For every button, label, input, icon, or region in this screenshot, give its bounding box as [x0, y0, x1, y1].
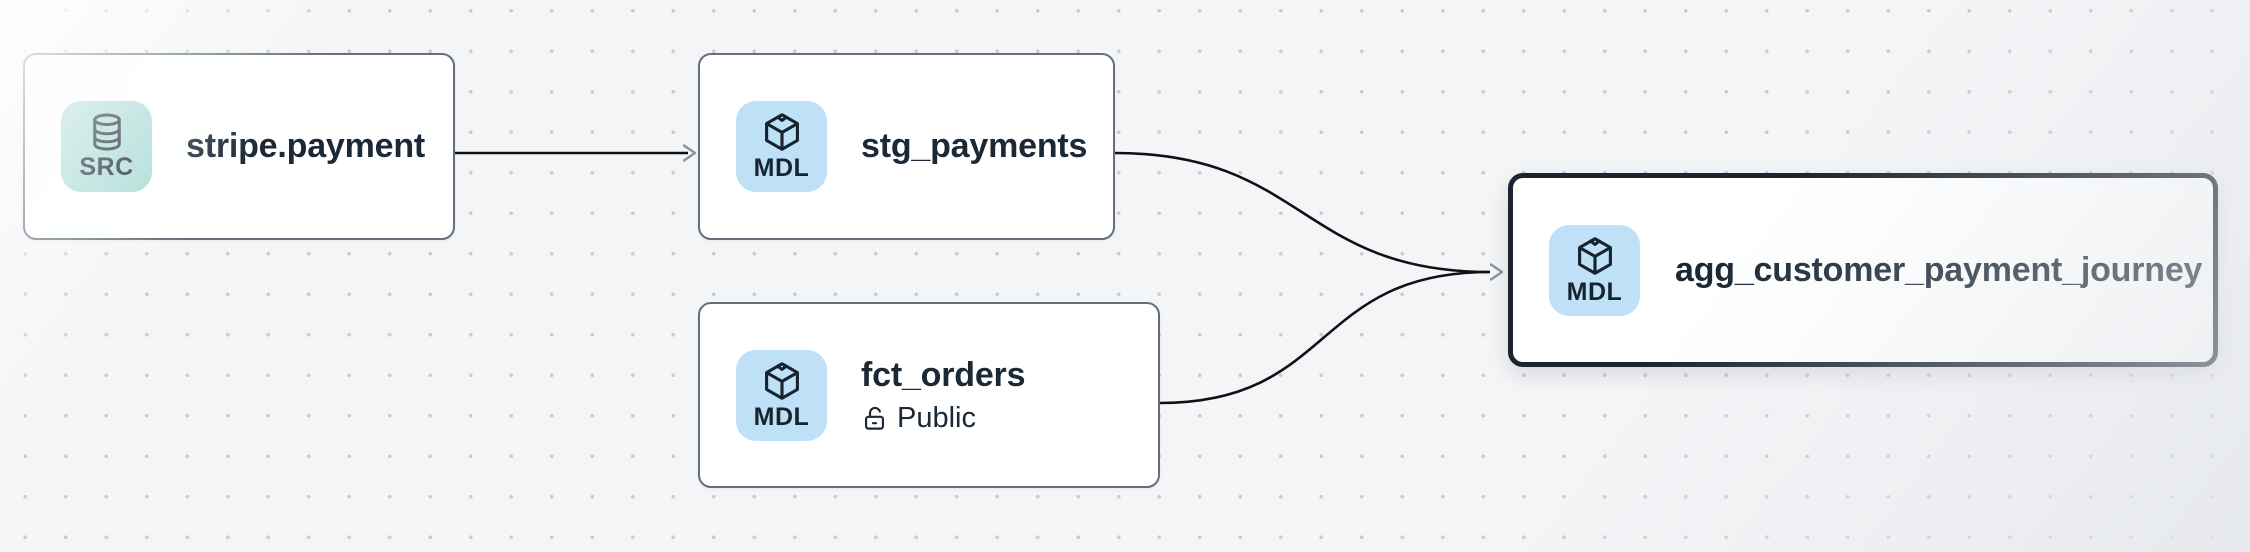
- unlock-icon: [864, 406, 885, 430]
- model-type-badge: MDL: [736, 101, 827, 192]
- badge-label: SRC: [79, 153, 134, 182]
- access-badge: Public: [861, 402, 1025, 435]
- node-title: fct_orders: [861, 355, 1026, 394]
- edge-fct-to-agg: [1159, 270, 1491, 405]
- model-type-badge: MDL: [1549, 224, 1640, 316]
- node-stg-payments[interactable]: MDL stg_payments: [698, 53, 1115, 240]
- badge-label: MDL: [753, 154, 810, 183]
- node-title: agg_customer_payment_journey: [1675, 250, 2203, 289]
- source-type-badge: SRC: [61, 101, 152, 192]
- database-icon: [92, 113, 121, 151]
- node-stripe-payment[interactable]: SRC stripe.payment: [23, 53, 455, 240]
- edge-stg-to-agg: [1114, 151, 1491, 274]
- node-title: stg_payments: [861, 127, 1088, 165]
- cube-icon: [764, 113, 799, 152]
- access-label: Public: [897, 401, 976, 434]
- cube-icon: [764, 361, 799, 400]
- edge-to-agg-arrowhead-icon: [1489, 263, 1504, 281]
- edge-stripe-to-stg-arrowhead-icon: [682, 144, 697, 162]
- cube-icon: [1577, 236, 1612, 275]
- node-fct-orders[interactable]: MDL fct_orders Public: [698, 302, 1160, 488]
- model-type-badge: MDL: [736, 349, 827, 441]
- badge-label: MDL: [753, 402, 810, 431]
- badge-label: MDL: [1566, 277, 1623, 306]
- node-agg-customer-payment-journey[interactable]: MDL agg_customer_payment_journey: [1508, 173, 2218, 367]
- node-title: stripe.payment: [186, 127, 426, 165]
- node-text-block: fct_orders Public: [861, 356, 1025, 435]
